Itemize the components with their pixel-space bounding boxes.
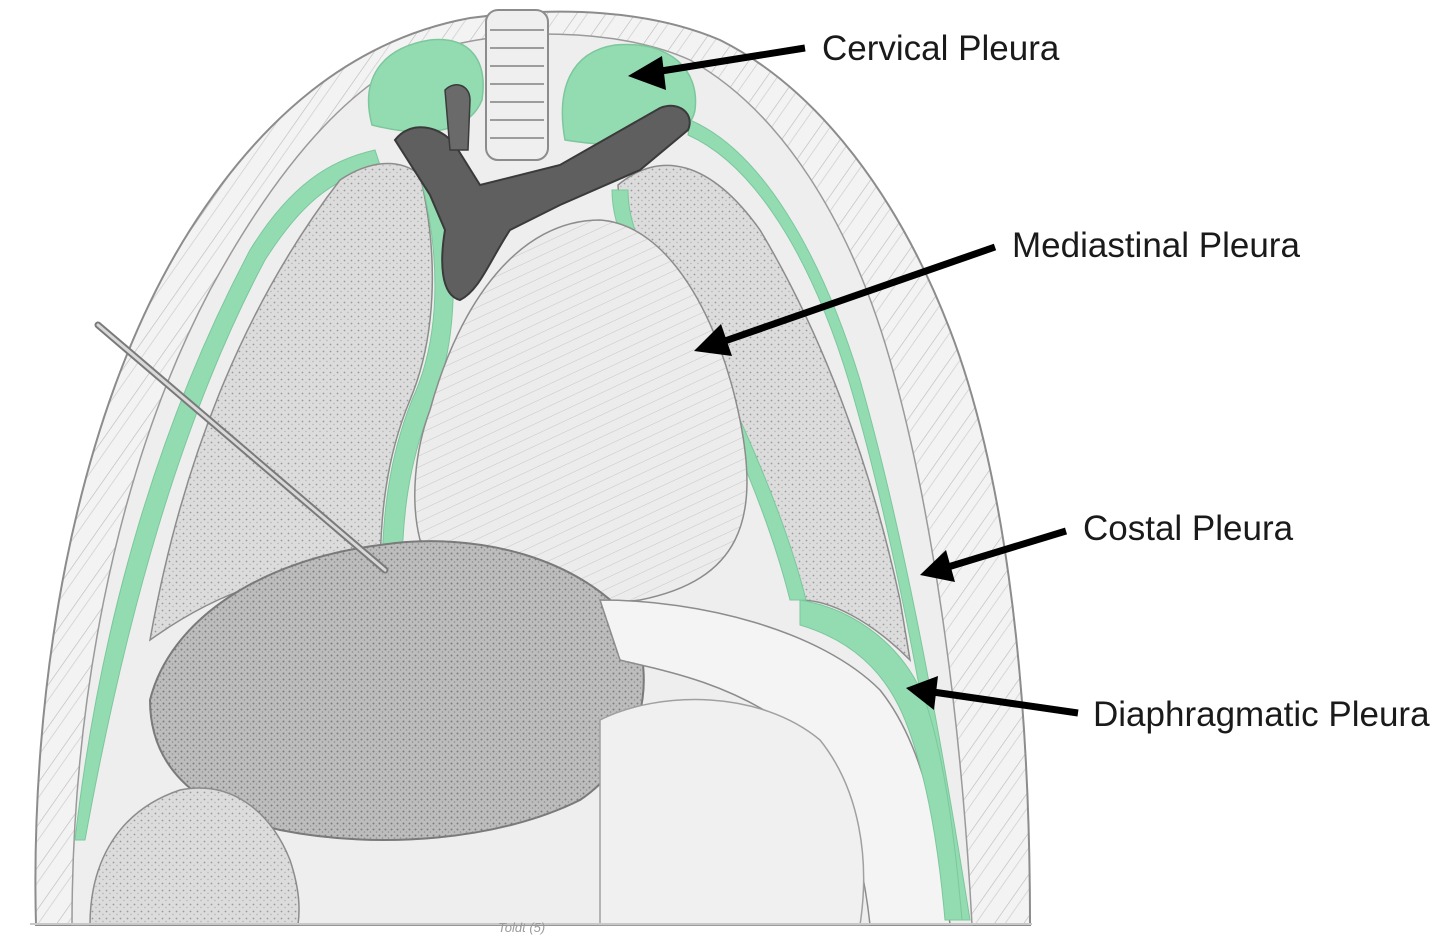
label-cervical-pleura: Cervical Pleura — [822, 29, 1060, 68]
heart — [414, 219, 748, 603]
trachea — [485, 9, 549, 161]
costal-pleura-right — [687, 119, 971, 921]
pointer-arrows — [628, 44, 1079, 717]
lower-left-organ — [89, 787, 300, 926]
jugular-vein — [444, 84, 471, 151]
diaphragmatic-pleura — [799, 599, 963, 921]
label-diaphragmatic-pleura: Diaphragmatic Pleura — [1093, 695, 1430, 734]
label-mediastinal-pleura: Mediastinal Pleura — [1012, 226, 1300, 265]
costal-pleura-left — [74, 149, 381, 841]
image-credit: Toldt (5) — [498, 920, 546, 935]
stomach — [599, 698, 865, 926]
label-costal-pleura: Costal Pleura — [1083, 509, 1294, 548]
